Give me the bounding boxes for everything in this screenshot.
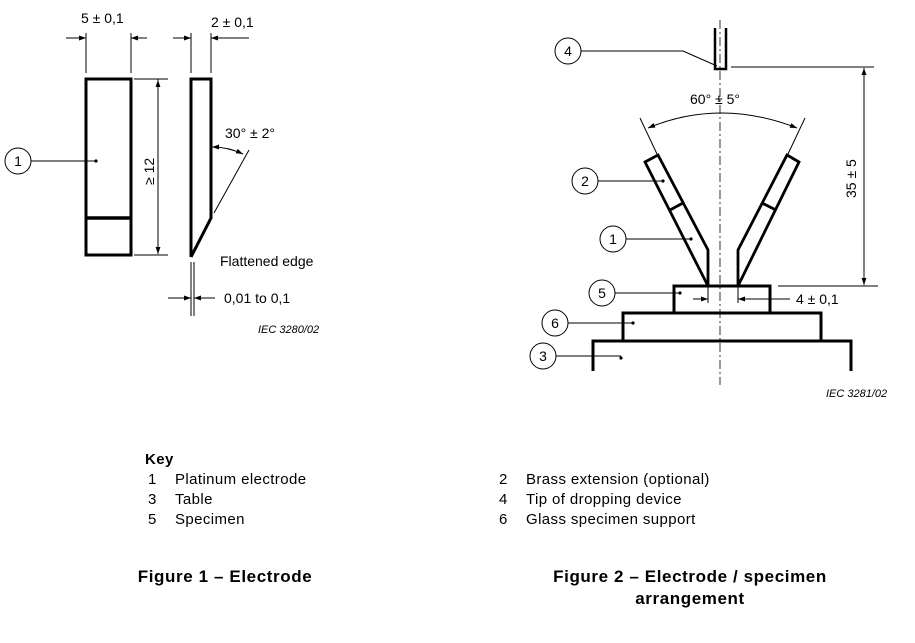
flattened-edge-label: Flattened edge (220, 253, 314, 269)
electrode-front-view (84, 77, 133, 257)
dimension-gap (693, 286, 790, 303)
dimension-width-label: 5 ± 0,1 (81, 10, 124, 26)
svg-text:5: 5 (598, 285, 606, 301)
dimension-angle-label: 30° ± 2° (225, 125, 275, 141)
figure-1-caption: Figure 1 – Electrode (137, 567, 313, 586)
svg-text:1: 1 (609, 231, 617, 247)
figure-2-caption-line-2: arrangement (635, 589, 745, 608)
dimension-width (66, 33, 147, 73)
dimension-height-label: 35 ± 5 (843, 159, 859, 198)
dimension-edge-width (168, 262, 215, 316)
dimension-angle-60 (639, 112, 806, 155)
dimension-angle-30 (211, 144, 250, 214)
svg-text:2: 2 (581, 173, 589, 189)
electrode-right (736, 153, 801, 287)
table (591, 339, 853, 371)
electrode-left (643, 153, 710, 287)
callout-6: 6 (541, 309, 635, 337)
figure-2-reference: IEC 3281/02 (826, 388, 887, 400)
callout-3: 3 (529, 342, 623, 370)
key-title: Key (145, 451, 174, 468)
svg-text:6: 6 (551, 315, 559, 331)
callout-5: 5 (588, 279, 682, 307)
dropping-device-tip (713, 28, 728, 71)
dimension-edge-width-label: 0,01 to 0,1 (224, 290, 290, 306)
callout-1-fig2: 1 (599, 225, 693, 253)
dimension-thickness (173, 33, 249, 73)
svg-text:3: 3 (539, 348, 547, 364)
svg-text:1: 1 (14, 153, 22, 169)
dimension-length-label: ≥ 12 (141, 158, 157, 185)
callout-2: 2 (571, 167, 665, 195)
electrode-side-view (189, 77, 213, 258)
figure-1-electrode: 5 ± 0,1 ≥ 12 1 2 ± 0,1 (4, 10, 319, 336)
figure-2-arrangement: 4 35 ± 5 60° ± 5° (529, 20, 887, 400)
figure-2-caption: Figure 2 – Electrode / specimen arrangem… (510, 566, 870, 610)
dimension-length (134, 78, 168, 256)
dimension-thickness-label: 2 ± 0,1 (211, 14, 254, 30)
svg-text:4: 4 (564, 43, 572, 59)
dimension-gap-label: 4 ± 0,1 (796, 291, 839, 307)
callout-4: 4 (554, 37, 718, 67)
figure-1-reference: IEC 3280/02 (258, 324, 319, 336)
callout-1: 1 (4, 147, 98, 175)
dimension-angle-60-label: 60° ± 5° (690, 91, 740, 107)
dimension-height (731, 66, 878, 287)
glass-specimen-support (621, 311, 823, 341)
figure-2-caption-line-1: Figure 2 – Electrode / specimen (553, 567, 827, 586)
